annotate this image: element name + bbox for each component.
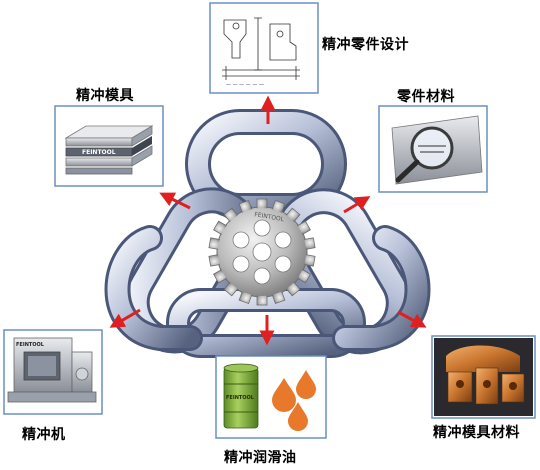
panel-press: FEINTOOL: [3, 329, 103, 415]
arrow-to-die-material: [397, 310, 427, 328]
label-part-material: 零件材料: [397, 89, 455, 105]
panel-part-design: — — — — — —: [209, 2, 319, 94]
arrow-to-part-material: [343, 196, 371, 214]
label-part-design: 精冲零件设计: [322, 37, 409, 53]
die-set-icon: FEINTOOL: [64, 125, 154, 175]
panel-part-material: [378, 105, 488, 193]
panel-die: FEINTOOL: [54, 105, 164, 187]
chain-link-outer-right: [332, 225, 431, 351]
press-logo-text: FEINTOOL: [16, 342, 45, 348]
label-lubricant: 精冲润滑油: [224, 450, 297, 466]
oil-drum-and-droplets-icon: FEINTOOL: [223, 363, 316, 431]
label-press: 精冲机: [22, 427, 66, 443]
panel-lubricant: FEINTOOL: [215, 355, 327, 439]
label-die: 精冲模具: [76, 88, 134, 104]
die-logo-text: FEINTOOL: [82, 149, 116, 156]
chain-link-outer-left: [104, 225, 203, 351]
label-die-material: 精冲模具材料: [433, 425, 520, 441]
svg-text:— — — — — —: — — — — — —: [226, 82, 264, 88]
center-gear: FEINTOOL: [208, 198, 316, 306]
arrow-to-die: [159, 192, 191, 210]
magnifier-on-metal-sheet-icon: [391, 115, 483, 185]
copper-die-blocks-icon: [434, 338, 533, 416]
arrow-to-press: [109, 308, 141, 328]
fineblanking-press-icon: FEINTOOL: [7, 337, 97, 403]
arrows: [109, 95, 427, 346]
drum-logo-text: FEINTOOL: [226, 395, 255, 401]
technical-drawing-icon: — — — — — —: [222, 17, 300, 88]
gear-holes: [232, 219, 292, 285]
panel-die-material: [431, 335, 536, 419]
